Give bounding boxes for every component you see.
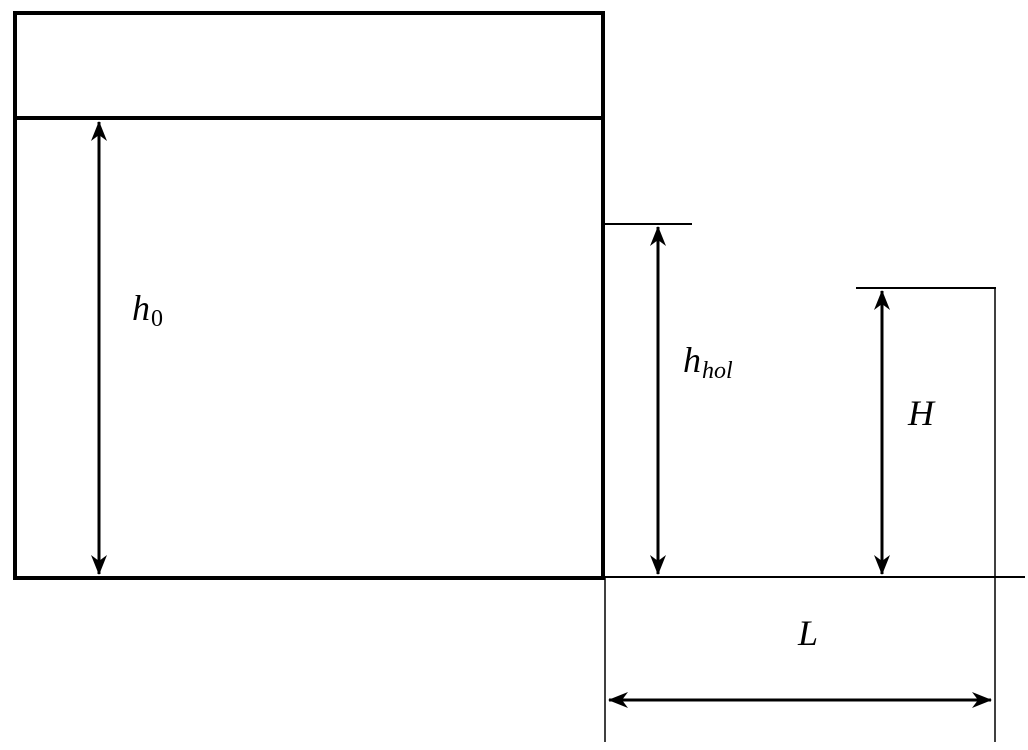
- hhol-label: hhol: [683, 340, 733, 384]
- L-label: L: [798, 613, 819, 653]
- h0-label: h0: [132, 288, 163, 332]
- H-label: H: [908, 393, 934, 433]
- tank-wall: [13, 11, 605, 580]
